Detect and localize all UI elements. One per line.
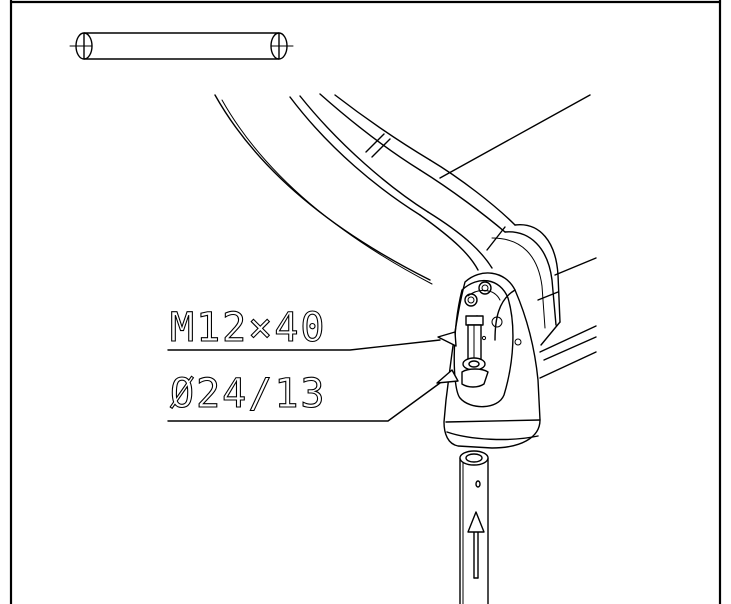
leader-arrowheads bbox=[436, 331, 459, 384]
leader-lines bbox=[167, 339, 441, 422]
frame-rails bbox=[439, 94, 597, 379]
bolt-callout-label: M12×40 bbox=[170, 305, 327, 351]
frame-border bbox=[9, 0, 722, 604]
end-cap-bracket bbox=[443, 272, 541, 449]
curved-frame-cover bbox=[214, 93, 561, 346]
upright-tube bbox=[459, 450, 489, 604]
assembly-direction-arrow-icon bbox=[467, 511, 485, 579]
washer-24-13 bbox=[461, 357, 489, 388]
bolt-side-view-icon bbox=[69, 32, 294, 60]
washer-callout-label: Ø24/13 bbox=[170, 371, 327, 417]
bolt-m12x40 bbox=[465, 315, 484, 366]
